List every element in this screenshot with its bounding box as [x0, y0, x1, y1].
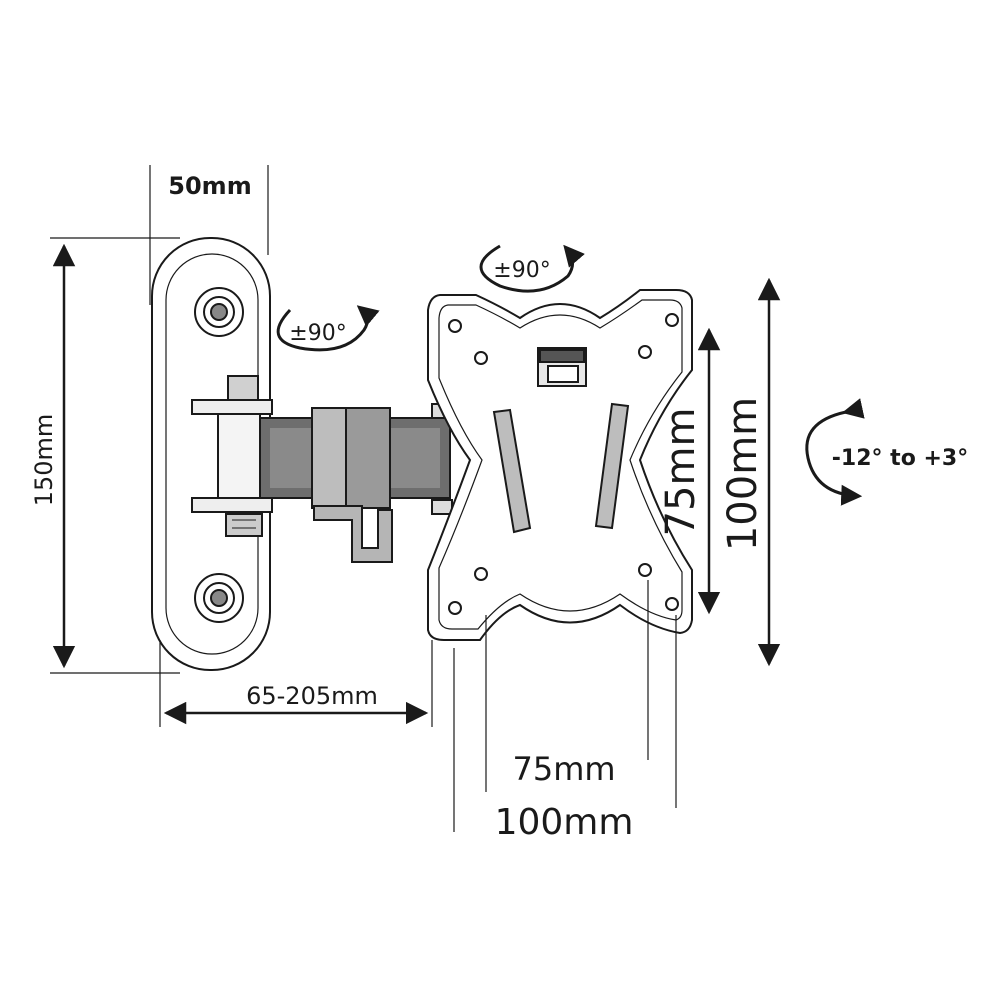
wall-plate-screw-top	[194, 287, 244, 337]
vesa-inner-horizontal-label: 75mm	[512, 750, 615, 788]
vesa-hole-outer-bl	[448, 601, 462, 615]
vesa-hole-outer-tl	[448, 319, 462, 333]
vesa-hole-inner-tl	[474, 351, 488, 365]
vesa-head-plate	[427, 289, 693, 641]
swivel-arrow-icon	[479, 244, 585, 293]
vesa-hole-outer-tr	[665, 313, 679, 327]
tilt-arrow-icon	[805, 398, 865, 506]
vesa-inner-vertical-label: 75mm	[658, 408, 704, 537]
wall-plate	[151, 237, 273, 671]
extension-arm	[259, 403, 465, 563]
wall-plate-screw-bottom	[194, 573, 244, 623]
swivel-head-label: ±90°	[493, 258, 550, 283]
vesa-outer-vertical-label: 100mm	[720, 397, 766, 551]
vesa-hole-inner-br	[638, 563, 652, 577]
vesa-outer-horizontal-label: 100mm	[495, 802, 634, 843]
vesa-hole-outer-br	[665, 597, 679, 611]
vesa-hole-inner-bl	[474, 567, 488, 581]
wall-plate-height-label: 150mm	[30, 414, 58, 507]
vesa-hole-inner-tr	[638, 345, 652, 359]
wall-plate-width-label: 50mm	[168, 172, 251, 200]
tilt-range-label: -12° to +3°	[832, 446, 968, 471]
dimension-lines	[50, 165, 677, 832]
swivel-wall-label: ±90°	[289, 321, 346, 346]
swivel-arrow-icon	[276, 305, 380, 352]
arm-extension-label: 65-205mm	[246, 682, 378, 710]
